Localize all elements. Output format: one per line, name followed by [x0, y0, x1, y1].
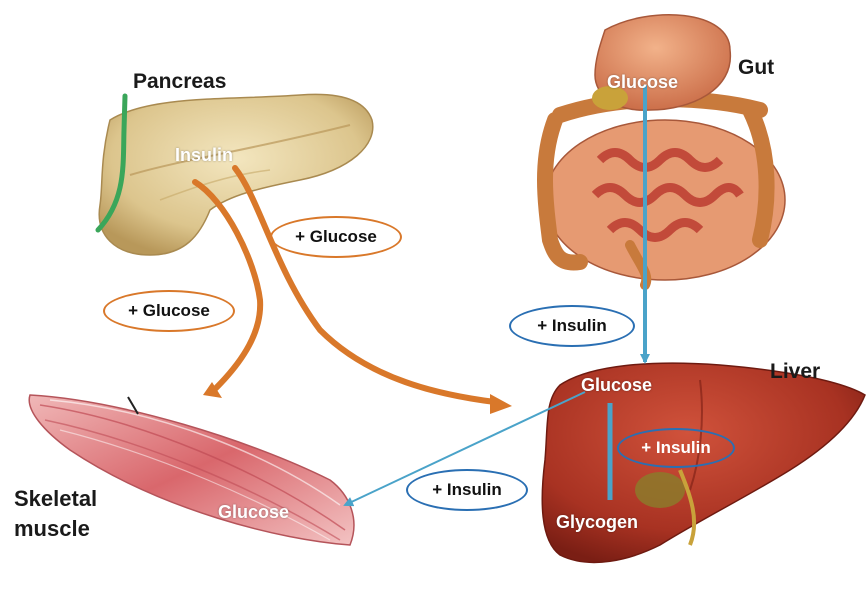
pancreas-label: Pancreas [133, 70, 226, 94]
pancreas-insulin-label: Insulin [175, 145, 233, 166]
liver-insulin-badge: + Insulin [617, 428, 735, 468]
gut-to-liver-insulin-badge: + Insulin [509, 305, 635, 347]
pancreas-to-liver-glucose-badge: + Glucose [270, 216, 402, 258]
gut-label: Gut [738, 56, 774, 80]
liver-glycogen-label: Glycogen [556, 512, 638, 533]
pancreas-to-liver-arrow [235, 168, 495, 402]
liver-to-muscle-insulin-badge: + Insulin [406, 469, 528, 511]
skeletal-muscle-label-line1: Skeletal [14, 484, 97, 514]
skeletal-muscle-label-line2: muscle [14, 514, 97, 544]
pancreas-to-liver-arrowhead [490, 394, 512, 414]
liver-glucose-label: Glucose [581, 375, 652, 396]
gut-glucose-label: Glucose [607, 72, 678, 93]
skeletal-muscle-label: Skeletal muscle [14, 484, 97, 544]
pancreas-to-muscle-glucose-badge: + Glucose [103, 290, 235, 332]
liver-label: Liver [770, 360, 820, 384]
muscle-glucose-label: Glucose [218, 502, 289, 523]
